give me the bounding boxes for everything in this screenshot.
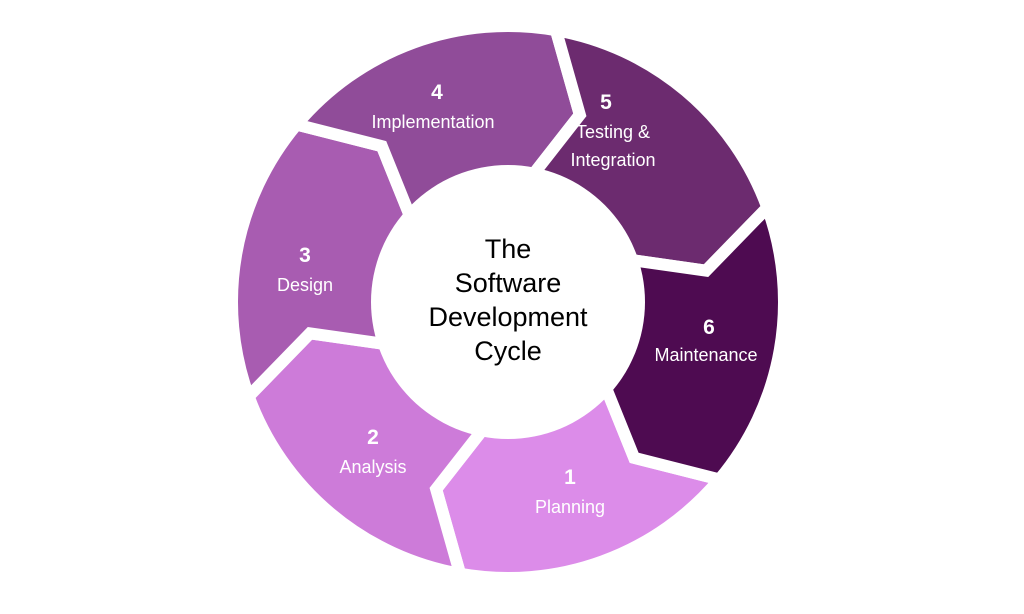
stage-number: 5: [600, 91, 612, 114]
stage-number: 1: [564, 466, 576, 489]
stage-4-label: 4 Implementation: [371, 81, 494, 132]
stage-label: Design: [277, 275, 333, 295]
stage-number: 6: [703, 316, 715, 339]
stage-3-label: 3 Design: [277, 244, 333, 295]
center-title-line: Software: [455, 268, 562, 298]
center-title-line: The: [485, 234, 532, 264]
stage-number: 4: [431, 81, 443, 104]
stage-label: Maintenance: [654, 345, 757, 365]
stage-label: Integration: [570, 150, 655, 170]
stage-label: Planning: [535, 497, 605, 517]
stage-label: Analysis: [339, 457, 406, 477]
stage-6-label: 6 Maintenance: [654, 316, 757, 365]
center-title-line: Cycle: [474, 336, 542, 366]
stage-label: Testing &: [576, 122, 650, 142]
stage-1-label: 1 Planning: [535, 466, 605, 517]
stage-2-label: 2 Analysis: [339, 426, 406, 477]
stage-number: 2: [367, 426, 379, 449]
center-title: The Software Development Cycle: [428, 234, 588, 366]
stage-label: Implementation: [371, 112, 494, 132]
stage-5-label: 5 Testing & Integration: [570, 91, 655, 170]
center-title-line: Development: [428, 302, 588, 332]
stage-number: 3: [299, 244, 311, 267]
center-circle: [371, 165, 645, 439]
